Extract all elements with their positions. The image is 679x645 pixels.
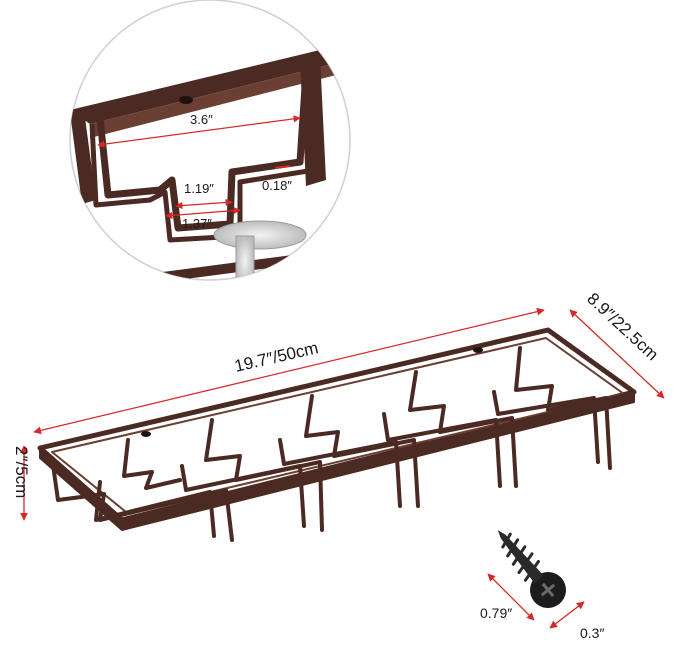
length-label: 19.7″/50cm (233, 338, 320, 376)
zoomed-rack-detail (70, 50, 340, 280)
length-dimension-line (33, 307, 545, 435)
wire-thickness-label: 0.18″ (262, 178, 292, 193)
screw-head-label: 0.3″ (580, 625, 604, 641)
width-dimension-line (569, 309, 665, 399)
screw-head-line (549, 601, 585, 629)
detail-zoom-circle: 3.6″ 1.19″ 1.37″ 0.18″ (69, 0, 351, 281)
slot-width-label: 3.6″ (190, 112, 213, 127)
wine-glass-rack (37, 327, 637, 542)
neck-inner-label: 1.19″ (184, 181, 214, 196)
neck-outer-label: 1.37″ (182, 216, 212, 231)
screw-icon (497, 530, 566, 608)
width-label: 8.9″/22.5cm (583, 289, 662, 364)
height-label: 2″/5cm (12, 446, 31, 498)
dimension-lines (20, 307, 665, 521)
screw-length-label: 0.79″ (480, 605, 512, 621)
screw-length-line (487, 573, 535, 621)
